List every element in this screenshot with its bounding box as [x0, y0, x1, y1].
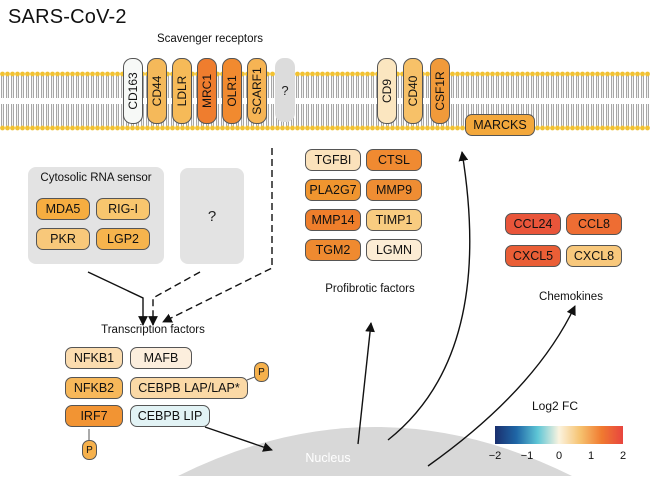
- receptor-csf1r: CSF1R: [430, 58, 450, 124]
- profibrotic-lgmn: LGMN: [366, 239, 422, 261]
- tf-nfkb2: NFKB2: [65, 377, 123, 399]
- profibrotic-mmp14: MMP14: [305, 209, 361, 231]
- receptor-cd163: CD163: [123, 58, 143, 124]
- marcks-protein: MARCKS: [465, 114, 535, 136]
- legend-tick: 2: [619, 450, 627, 462]
- diagram-title: SARS-CoV-2: [8, 6, 127, 28]
- scavenger-receptors-heading: Scavenger receptors: [156, 33, 264, 45]
- arrow-cytosolic-to-tf: [87, 271, 148, 326]
- receptor-cd9: CD9: [377, 58, 397, 124]
- chemokine-ccl8: CCL8: [566, 213, 622, 235]
- profibrotic-pla2g7: PLA2G7: [305, 179, 361, 201]
- cell-membrane: [0, 71, 650, 133]
- transcription-factors-heading: Transcription factors: [101, 324, 205, 336]
- receptor-scarf1: SCARF1: [247, 58, 267, 124]
- profibrotic-factors-heading: Profibrotic factors: [325, 283, 415, 295]
- unknown-receptor: ?: [275, 58, 295, 122]
- profibrotic-mmp9: MMP9: [366, 179, 422, 201]
- chemokine-ccl24: CCL24: [505, 213, 561, 235]
- legend-colorbar: [495, 426, 623, 444]
- chemokines-heading: Chemokines: [539, 291, 603, 303]
- arrow-tf-to-nucleus: [204, 426, 273, 452]
- arrow-nucleus-to-chemokines: [427, 305, 576, 467]
- nucleus-shape: [178, 427, 572, 476]
- sensor-rig-i: RIG-I: [96, 198, 150, 220]
- tf-mafb: MAFB: [130, 347, 192, 369]
- chemokine-cxcl5: CXCL5: [505, 245, 561, 267]
- chemokine-cxcl8: CXCL8: [566, 245, 622, 267]
- profibrotic-ctsl: CTSL: [366, 149, 422, 171]
- tf-cebpb-lip: CEBPB LIP: [130, 405, 210, 427]
- unknown-sensor-box: ?: [180, 168, 244, 264]
- tf-irf7: IRF7: [65, 405, 123, 427]
- receptor-cd40: CD40: [403, 58, 423, 124]
- profibrotic-tgfbi: TGFBI: [305, 149, 361, 171]
- receptor-ldlr: LDLR: [172, 58, 192, 124]
- sensor-pkr: PKR: [36, 228, 90, 250]
- legend-tick: −1: [520, 450, 534, 462]
- legend-tick: 0: [555, 450, 563, 462]
- legend-title: Log2 FC: [531, 399, 579, 413]
- receptor-olr1: OLR1: [222, 58, 242, 124]
- arrow-nucleus-to-membrane: [387, 151, 471, 441]
- arrow-unknown-to-tf: [148, 271, 201, 326]
- sensor-lgp2: LGP2: [96, 228, 150, 250]
- phospho-badge-irf7: P: [82, 440, 97, 460]
- legend-tick: 1: [587, 450, 595, 462]
- profibrotic-timp1: TIMP1: [366, 209, 422, 231]
- nucleus-label: Nucleus: [305, 451, 351, 465]
- receptor-cd44: CD44: [147, 58, 167, 124]
- arrow-receptors-to-tf: [162, 148, 273, 323]
- cytosolic-rna-sensor-heading: Cytosolic RNA sensor: [40, 172, 152, 184]
- tf-cebpb-lap-lap-: CEBPB LAP/LAP*: [130, 377, 248, 399]
- tf-nfkb1: NFKB1: [65, 347, 123, 369]
- legend-tick: −2: [488, 450, 502, 462]
- profibrotic-tgm2: TGM2: [305, 239, 361, 261]
- receptor-mrc1: MRC1: [197, 58, 217, 124]
- phospho-badge-cebpb: P: [254, 362, 269, 382]
- sensor-mda5: MDA5: [36, 198, 90, 220]
- arrow-nucleus-to-profibrotic: [357, 322, 375, 445]
